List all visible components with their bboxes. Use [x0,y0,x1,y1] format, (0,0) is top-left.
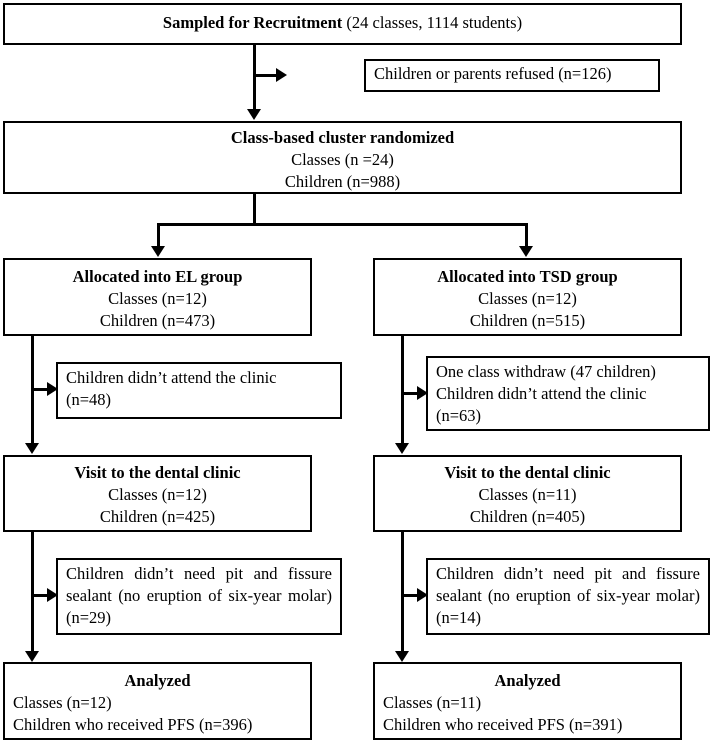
tsd-visit-line-1: Classes (n=11) [478,484,577,504]
tsd-exclusion-1-line-2: Children didn’t attend the clinic [436,383,647,403]
tsd-analyzed-title: Analyzed [494,671,561,690]
tsd-analyzed-line-1: Classes (n=11) [383,692,482,712]
arrowhead-el-analyzed [25,651,39,662]
el-allocation-title: Allocated into EL group [72,267,243,286]
el-analyzed-line-2: Children who received PFS (n=396) [13,714,253,734]
el-allocation-line-2: Children (n=473) [99,310,216,330]
tsd-allocation-line-2: Children (n=515) [469,310,586,330]
connector-el-exclusion-2 [31,594,48,597]
node-el-exclusion-1: Children didn’t attend the clinic (n=48) [56,362,342,419]
tsd-exclusion-1-text: One class withdraw (47 children) Childre… [428,358,708,431]
el-analyzed-text: Analyzed Classes (n=12) Children who rec… [5,664,310,740]
connector-sampled-to-randomized [253,45,256,110]
node-tsd-allocation: Allocated into TSD group Classes (n=12) … [373,258,682,336]
arrowhead-tsd-allocation [519,246,533,257]
connector-el-exclusion-1 [31,388,48,391]
arrowhead-tsd-visit [395,443,409,454]
connector-split-bar [157,223,528,226]
sampled-text: Sampled for Recruitment (24 classes, 111… [5,5,680,38]
arrowhead-tsd-analyzed [395,651,409,662]
randomized-text: Class-based cluster randomized Classes (… [5,123,680,197]
tsd-visit-title: Visit to the dental clinic [444,463,611,482]
node-tsd-analyzed: Analyzed Classes (n=11) Children who rec… [373,662,682,740]
tsd-exclusion-1-line-1: One class withdraw (47 children) [436,362,656,381]
el-exclusion-1-line-1: Children didn’t attend the clinic [66,368,277,387]
el-visit-line-1: Classes (n=12) [108,484,207,504]
el-allocation-line-1: Classes (n=12) [108,288,207,308]
arrowhead-el-allocation [151,246,165,257]
tsd-analyzed-line-2: Children who received PFS (n=391) [383,714,623,734]
refused-text: Children or parents refused (n=126) [366,61,658,89]
arrowhead-el-exclusion-1 [47,382,58,396]
el-visit-text: Visit to the dental clinic Classes (n=12… [5,457,310,532]
node-tsd-exclusion-1: One class withdraw (47 children) Childre… [426,356,710,431]
connector-tsd-exclusion-1 [401,392,418,395]
node-tsd-visit: Visit to the dental clinic Classes (n=11… [373,455,682,532]
connector-tsd-exclusion-2 [401,594,418,597]
tsd-visit-line-2: Children (n=405) [469,506,586,526]
tsd-exclusion-2-text: Children didn’t need pit and fissure sea… [436,564,700,627]
node-tsd-exclusion-2: Children didn’t need pit and fissure sea… [426,558,710,635]
connector-split-left [157,223,160,247]
connector-tsd-visit-to-analyzed [401,532,404,652]
tsd-visit-text: Visit to the dental clinic Classes (n=11… [375,457,680,532]
el-exclusion-1-text: Children didn’t attend the clinic (n=48) [58,364,340,415]
el-exclusion-2-text: Children didn’t need pit and fissure sea… [66,564,332,627]
node-el-allocation: Allocated into EL group Classes (n=12) C… [3,258,312,336]
tsd-allocation-text: Allocated into TSD group Classes (n=12) … [375,260,680,336]
node-el-exclusion-2: Children didn’t need pit and fissure sea… [56,558,342,635]
connector-to-refused [253,74,277,77]
refused-line-1: Children or parents refused (n=126) [374,64,612,83]
arrowhead-tsd-exclusion-1 [417,386,428,400]
node-sampled-for-recruitment: Sampled for Recruitment (24 classes, 111… [3,3,682,45]
el-allocation-text: Allocated into EL group Classes (n=12) C… [5,260,310,336]
el-analyzed-title: Analyzed [124,671,191,690]
arrowhead-tsd-exclusion-2 [417,588,428,602]
connector-split-right [525,223,528,247]
el-visit-title: Visit to the dental clinic [74,463,241,482]
sampled-detail: (24 classes, 1114 students) [342,13,523,32]
randomized-title: Class-based cluster randomized [230,128,455,147]
randomized-line-2: Children (n=988) [284,171,401,191]
el-visit-line-2: Children (n=425) [99,506,216,526]
arrowhead-el-visit [25,443,39,454]
tsd-allocation-title: Allocated into TSD group [437,267,618,286]
connector-randomized-trunk [253,194,256,226]
tsd-exclusion-1-line-3: (n=63) [436,405,482,425]
connector-tsd-alloc-to-visit [401,336,404,444]
tsd-allocation-line-1: Classes (n=12) [478,288,577,308]
arrowhead-randomized [247,109,261,120]
node-el-analyzed: Analyzed Classes (n=12) Children who rec… [3,662,312,740]
randomized-line-1: Classes (n =24) [291,149,394,169]
el-exclusion-1-line-2: (n=48) [66,389,112,409]
node-el-visit: Visit to the dental clinic Classes (n=12… [3,455,312,532]
node-randomized: Class-based cluster randomized Classes (… [3,121,682,194]
el-analyzed-line-1: Classes (n=12) [13,692,112,712]
sampled-title: Sampled for Recruitment [162,13,343,32]
arrowhead-el-exclusion-2 [47,588,58,602]
connector-el-visit-to-analyzed [31,532,34,652]
node-refused: Children or parents refused (n=126) [364,59,660,92]
tsd-analyzed-text: Analyzed Classes (n=11) Children who rec… [375,664,680,740]
arrowhead-refused [276,68,287,82]
